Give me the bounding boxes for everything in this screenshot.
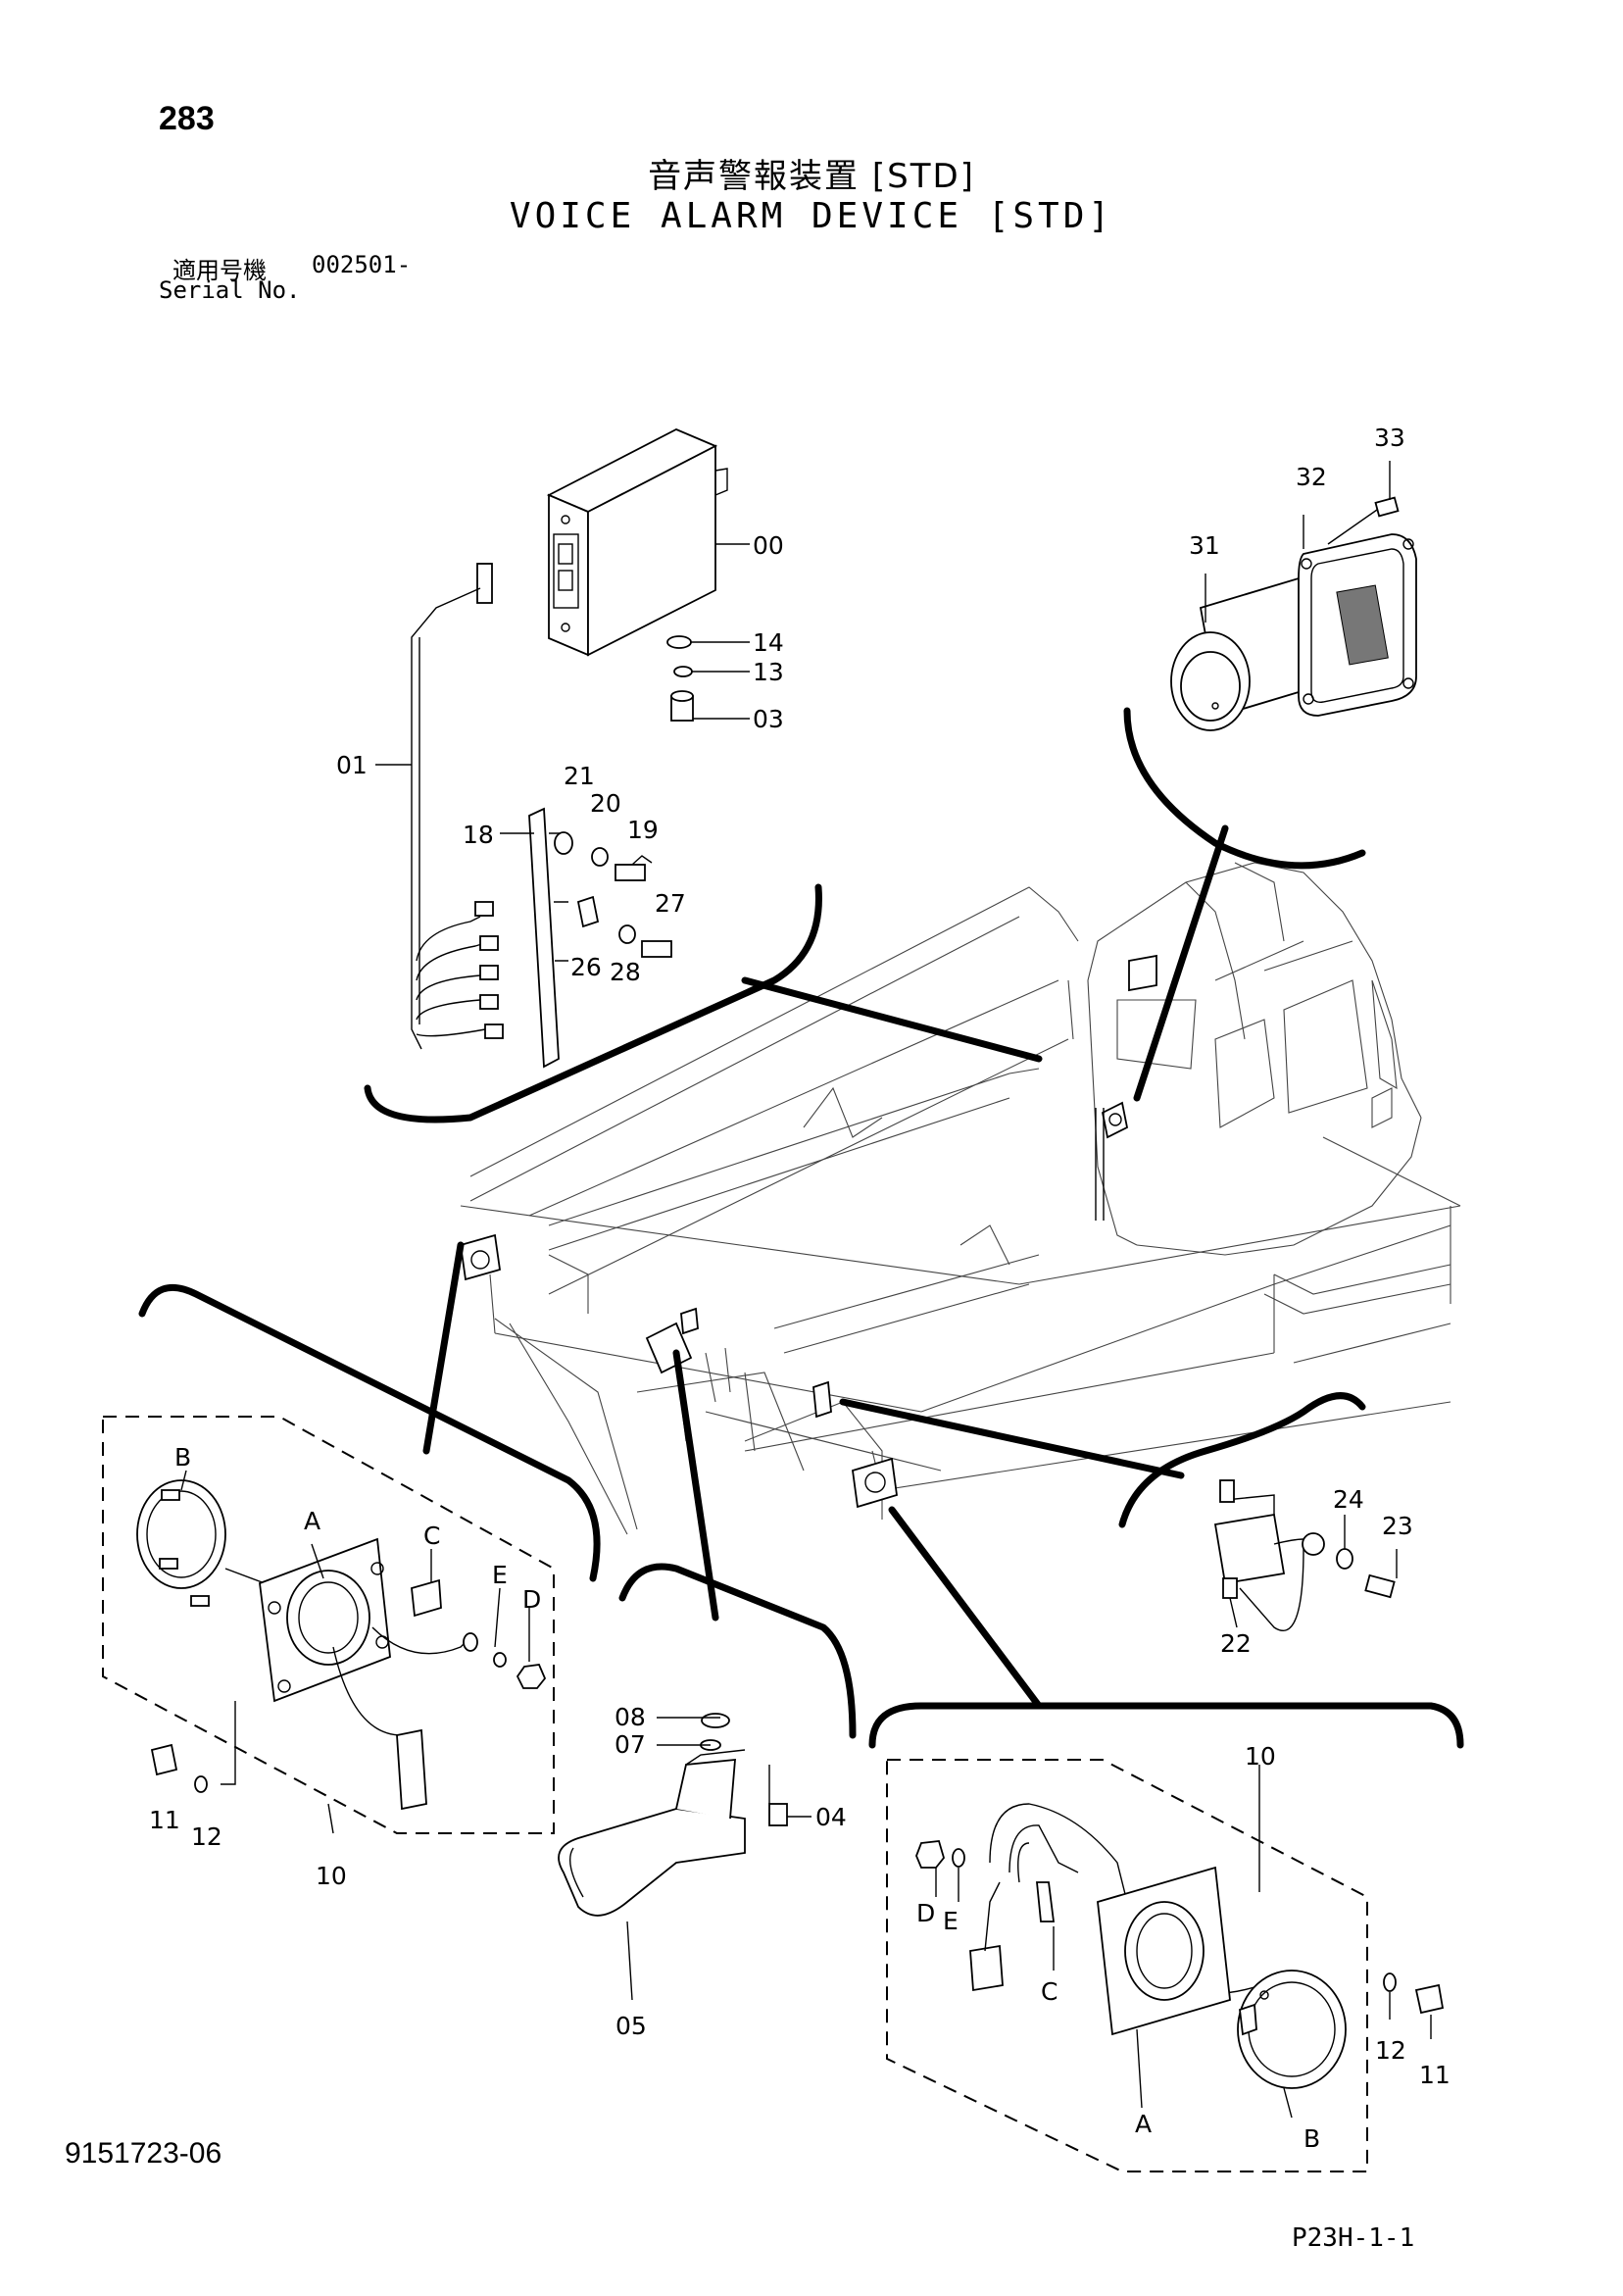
callout-12-left: 12 <box>191 1822 222 1851</box>
callout-22: 22 <box>1220 1629 1252 1658</box>
serial-number-value: 002501- <box>312 251 412 278</box>
callout-14: 14 <box>753 628 784 657</box>
callout-05: 05 <box>615 2012 647 2040</box>
callout-11-right: 11 <box>1419 2061 1451 2089</box>
voice-controller-unit <box>546 428 750 657</box>
page-reference: P23H-1-1 <box>1292 2223 1415 2253</box>
callout-c-left: C <box>423 1522 440 1550</box>
callout-21: 21 <box>564 762 595 790</box>
callout-b-right: B <box>1303 2124 1320 2153</box>
relay-assembly <box>1213 1479 1398 1631</box>
callout-24: 24 <box>1333 1485 1364 1514</box>
mounting-hardware-00 <box>666 635 750 722</box>
callout-33: 33 <box>1374 424 1405 452</box>
page-title-english: VOICE ALARM DEVICE [STD] <box>509 196 1114 236</box>
callout-d-left: D <box>522 1585 541 1614</box>
callout-20: 20 <box>590 789 621 818</box>
callout-26: 26 <box>570 953 602 981</box>
speaker-assembly <box>1170 461 1417 731</box>
callout-00: 00 <box>753 531 784 560</box>
callout-31: 31 <box>1189 531 1220 560</box>
callout-27: 27 <box>655 889 686 918</box>
callout-a-right: A <box>1135 2110 1152 2138</box>
callout-32: 32 <box>1296 463 1327 491</box>
callout-10-right: 10 <box>1245 1742 1276 1771</box>
callout-08: 08 <box>615 1703 646 1731</box>
callout-07: 07 <box>615 1730 646 1759</box>
callout-b-left: B <box>174 1443 191 1472</box>
callout-19: 19 <box>627 816 659 844</box>
callout-18: 18 <box>463 821 494 849</box>
callout-12-right: 12 <box>1375 2036 1406 2065</box>
callout-01: 01 <box>336 751 368 779</box>
callout-28: 28 <box>610 958 641 986</box>
callout-a-left: A <box>304 1507 320 1535</box>
serial-label-english: Serial No. <box>159 276 301 304</box>
wire-harness <box>375 563 504 1050</box>
document-number: 9151723-06 <box>65 2137 222 2170</box>
warning-light-assembly-right <box>886 1759 1445 2172</box>
callout-e-left: E <box>492 1561 508 1589</box>
bracket-assembly <box>500 807 672 1069</box>
callout-13: 13 <box>753 658 784 686</box>
detail-bubble-arcs <box>138 707 1464 1749</box>
excavator-machine-illustration <box>459 862 1461 1535</box>
warning-light-assembly-left <box>102 1416 555 1834</box>
callout-labels: 00 14 13 03 01 21 20 19 18 27 26 28 33 3… <box>149 424 1451 2153</box>
leader-bold-lines <box>422 824 1229 1710</box>
page-title-japanese: 音声警報装置 [STD] <box>648 157 975 196</box>
callout-d-right: D <box>916 1899 935 1927</box>
callout-c-right: C <box>1041 1977 1057 2006</box>
serial-label-japanese: 適用号機 <box>172 257 267 284</box>
horn-assembly <box>558 1713 812 2001</box>
callout-e-right: E <box>943 1907 959 1935</box>
callout-04: 04 <box>815 1803 847 1831</box>
callout-10-left: 10 <box>316 1862 347 1890</box>
callout-23: 23 <box>1382 1512 1413 1540</box>
callout-03: 03 <box>753 705 784 733</box>
callout-11-left: 11 <box>149 1806 180 1834</box>
page-number: 283 <box>159 100 215 137</box>
